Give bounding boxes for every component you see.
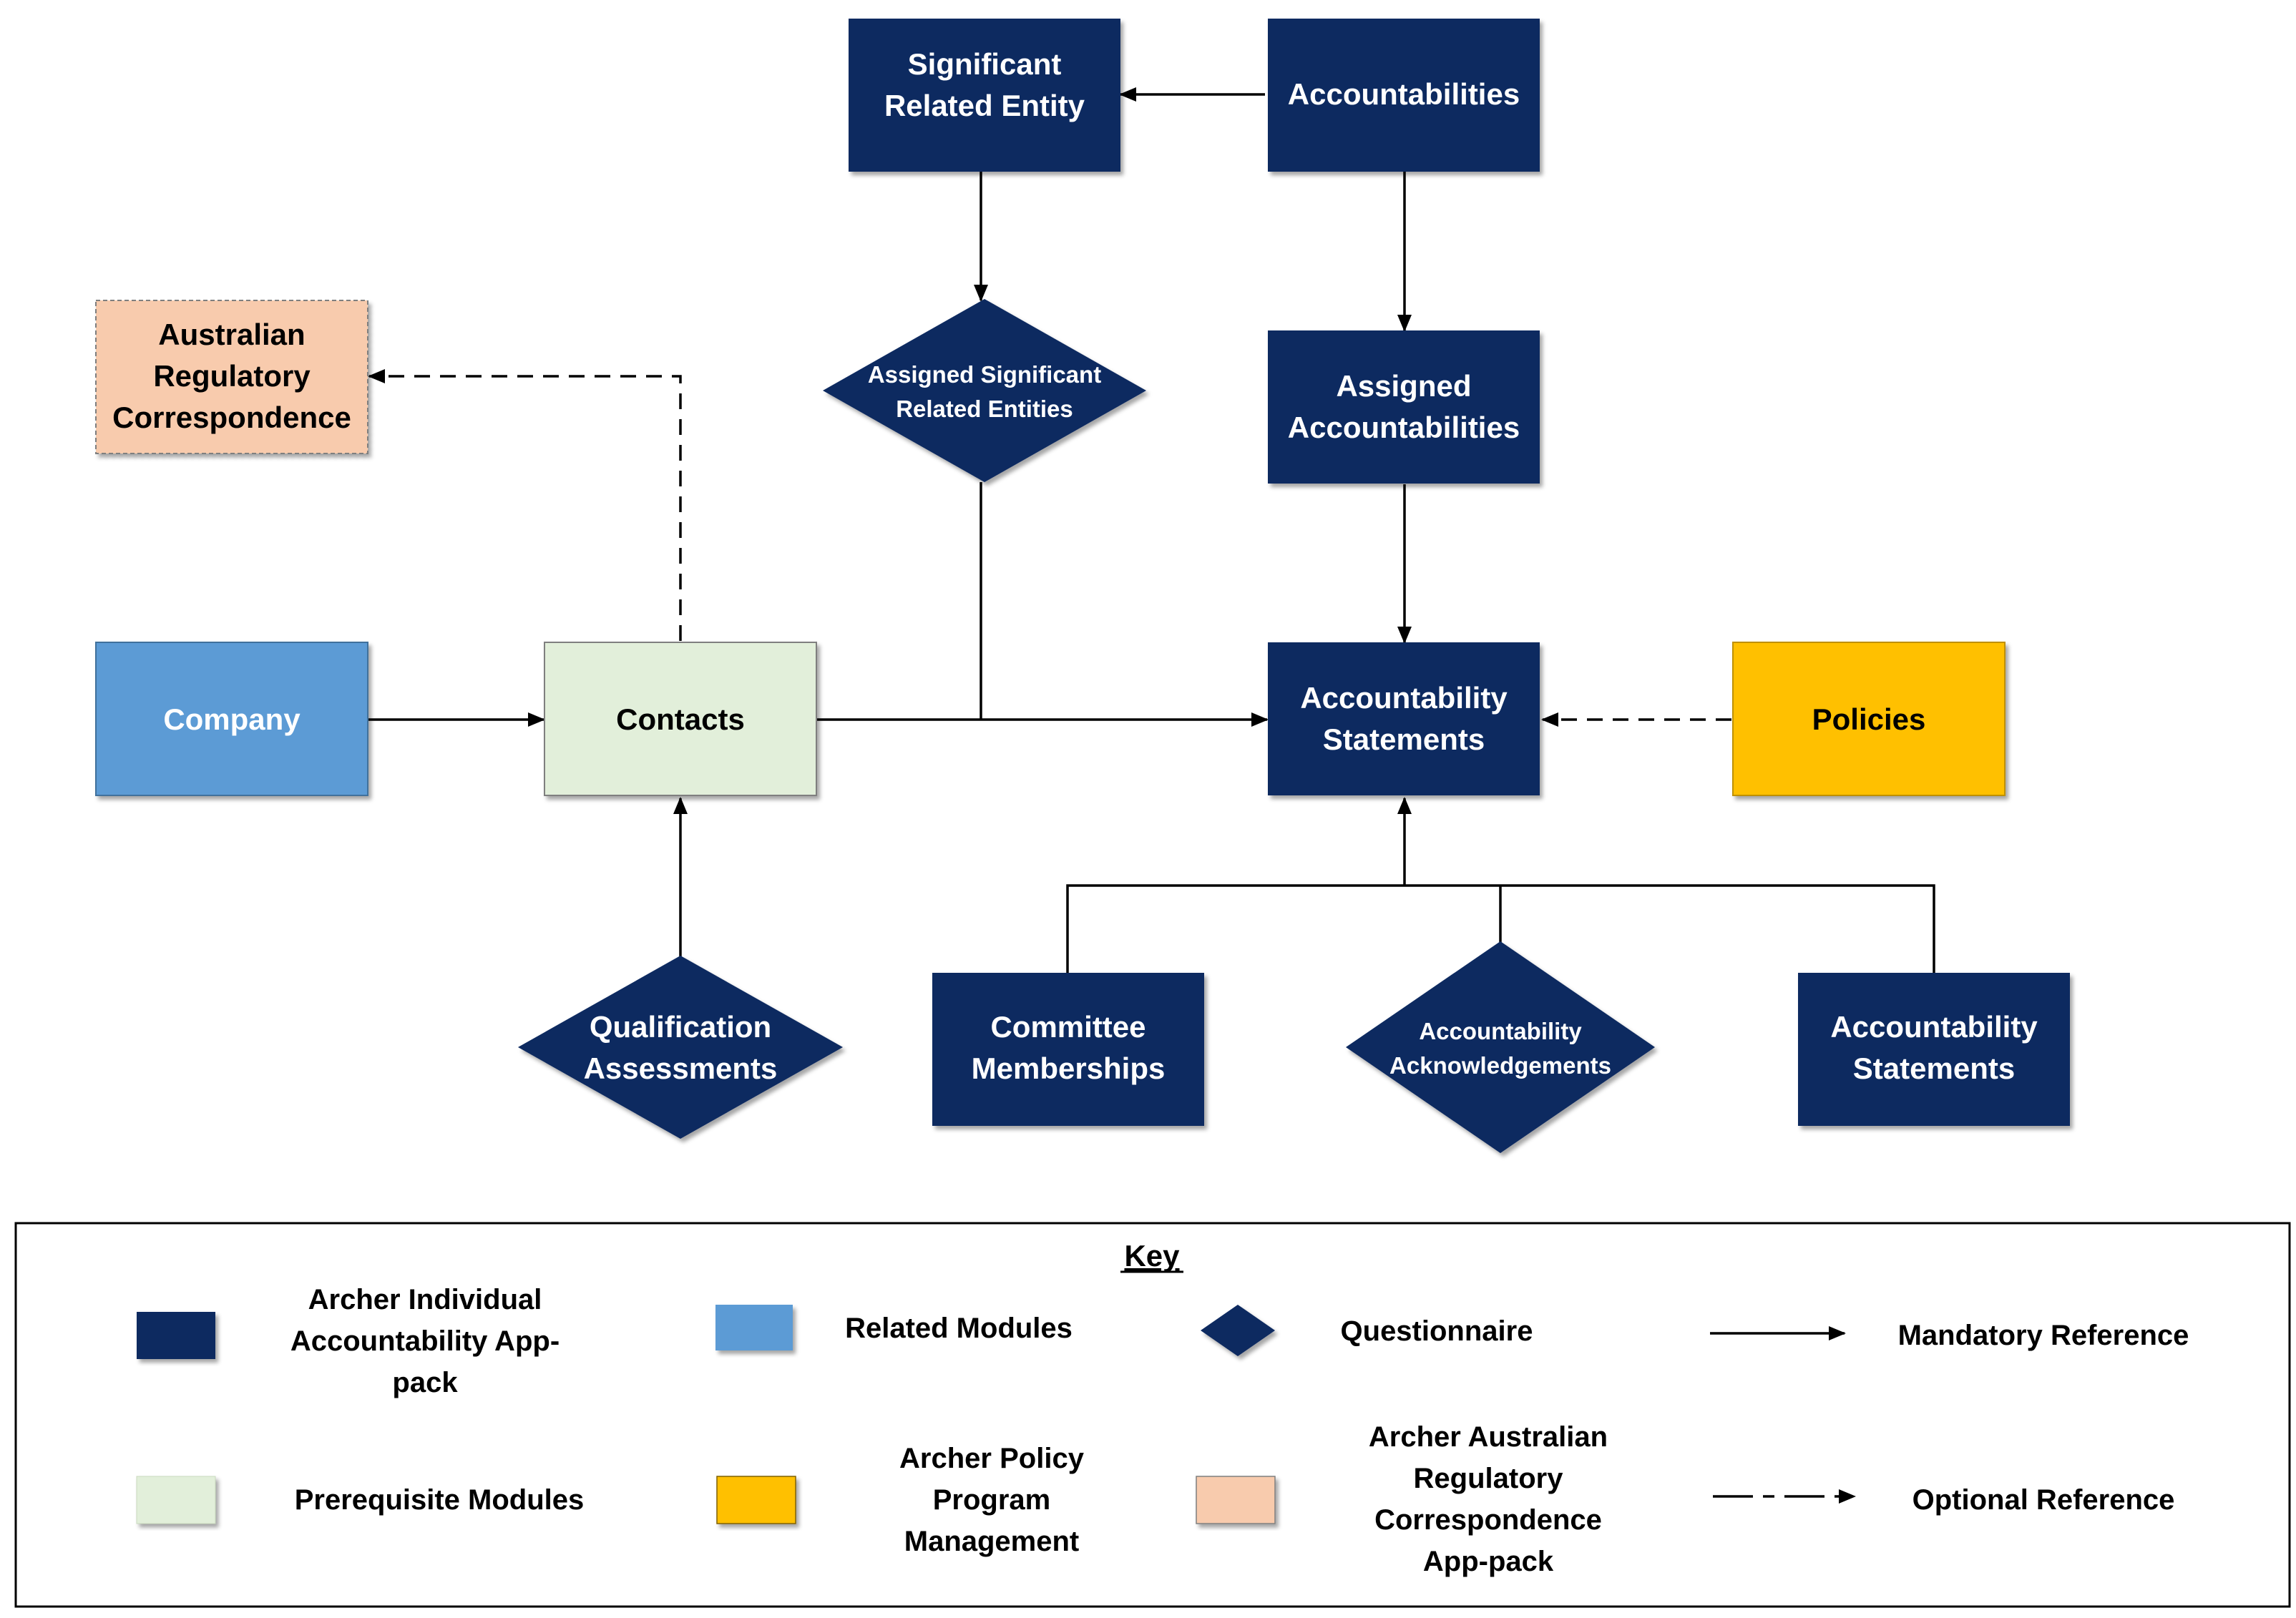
legend-swatch-related: [715, 1305, 793, 1350]
legend-label: Optional Reference: [1912, 1484, 2175, 1516]
legend-label: Regulatory: [1414, 1463, 1564, 1494]
legend-label: Archer Australian: [1369, 1421, 1608, 1453]
label-line: Qualification: [590, 1010, 771, 1044]
legend-title: Key: [1124, 1239, 1180, 1273]
label-line: Accountability: [1300, 681, 1508, 715]
legend-label: Accountability App-: [290, 1325, 560, 1357]
node-accountability-acknowledgements: Accountability Acknowledgements: [1346, 941, 1655, 1153]
node-australian-regulatory-correspondence: Australian Regulatory Correspondence: [95, 300, 368, 454]
node-assigned-accountabilities: Assigned Accountabilities: [1268, 330, 1540, 484]
legend-label: Prerequisite Modules: [295, 1484, 585, 1516]
label-line: Accountability: [1419, 1018, 1582, 1044]
legend-swatch-prerequisite: [136, 1476, 216, 1524]
label-line: Australian: [158, 318, 305, 351]
label-line: Company: [163, 702, 301, 736]
connectors: [368, 87, 1935, 974]
legend-label: Management: [904, 1526, 1080, 1557]
legend-label: Related Modules: [845, 1313, 1073, 1344]
legend-label: App-pack: [1423, 1546, 1554, 1577]
node-policies: Policies: [1732, 642, 2006, 796]
node-significant-related-entity: Significant Related Entity: [849, 19, 1120, 172]
label-line: Regulatory: [153, 359, 311, 393]
legend-swatch-questionnaire: [1201, 1305, 1275, 1356]
legend: Key Archer Individual Accountability App…: [14, 1222, 2291, 1608]
label-line: Assigned: [1336, 369, 1471, 403]
legend-label: Questionnaire: [1341, 1315, 1533, 1347]
legend-swatch-correspondence: [1196, 1476, 1276, 1524]
legend-swatch-policy: [716, 1476, 796, 1524]
legend-label: Archer Policy: [899, 1443, 1085, 1474]
label-line: Accountabilities: [1288, 77, 1520, 111]
label-line: Assessments: [584, 1051, 778, 1085]
label-line: Significant: [908, 47, 1062, 81]
label-line: Assigned Significant: [868, 361, 1101, 388]
node-qualification-assessments: Qualification Assessments: [518, 956, 843, 1139]
label-line: Contacts: [616, 702, 745, 736]
node-committee-memberships: Committee Memberships: [932, 973, 1204, 1126]
label-line: Committee: [990, 1010, 1145, 1044]
node-accountability-statements-child: Accountability Statements: [1798, 973, 2070, 1126]
label-line: Statements: [1853, 1051, 2015, 1085]
label-line: Accountabilities: [1288, 411, 1520, 444]
edge-contacts-to-correspondence: [368, 369, 682, 641]
label-line: Related Entity: [884, 89, 1085, 122]
node-contacts: Contacts: [544, 642, 817, 796]
label-line: Correspondence: [112, 401, 351, 434]
label-line: Acknowledgements: [1389, 1052, 1611, 1079]
legend-label: Correspondence: [1374, 1504, 1602, 1536]
node-company: Company: [95, 642, 368, 796]
label-line: Related Entities: [896, 396, 1073, 422]
legend-label: Mandatory Reference: [1898, 1320, 2189, 1351]
label-line: Policies: [1812, 702, 1926, 736]
label-line: Memberships: [972, 1051, 1166, 1085]
legend-label: pack: [392, 1367, 458, 1398]
label-line: Accountability: [1830, 1010, 2038, 1044]
node-accountability-statements: Accountability Statements: [1268, 642, 1540, 795]
node-assigned-significant-related-entities: Assigned Significant Related Entities: [823, 299, 1146, 482]
label-line: Statements: [1323, 722, 1485, 756]
legend-swatch-app-pack: [137, 1312, 215, 1359]
legend-label: Program: [933, 1484, 1051, 1516]
legend-label: Archer Individual: [308, 1284, 542, 1315]
node-accountabilities: Accountabilities: [1268, 19, 1540, 172]
